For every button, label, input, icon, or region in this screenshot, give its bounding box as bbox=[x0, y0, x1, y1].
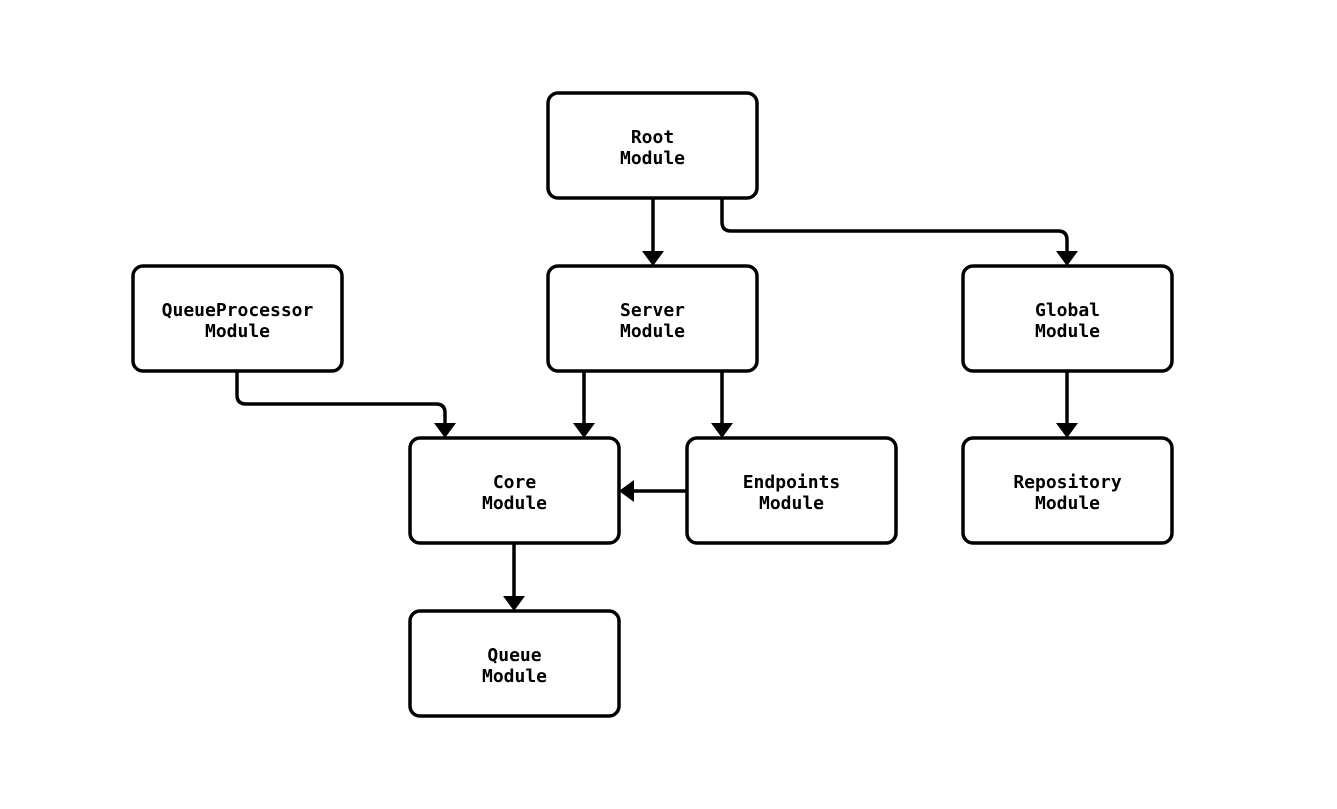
node-label-line2: Module bbox=[1035, 493, 1100, 514]
node-label-line1: Repository bbox=[1013, 472, 1122, 493]
node-label-line2: Module bbox=[1035, 321, 1100, 342]
node-label-line1: Root bbox=[631, 127, 674, 148]
arrowhead-down-icon bbox=[573, 423, 595, 438]
edge-server-to-core bbox=[573, 371, 595, 438]
arrowhead-down-icon bbox=[642, 251, 664, 266]
node-server-module: Server Module bbox=[546, 264, 759, 373]
node-label-line2: Module bbox=[759, 493, 824, 514]
node-endpoints-module: Endpoints Module bbox=[685, 436, 898, 545]
arrowhead-down-icon bbox=[503, 596, 525, 611]
node-root-module: Root Module bbox=[546, 91, 759, 200]
arrowhead-down-icon bbox=[1056, 251, 1078, 266]
node-label-line2: Module bbox=[482, 493, 547, 514]
node-box bbox=[546, 264, 759, 373]
node-label-line2: Module bbox=[620, 321, 685, 342]
node-global-module: Global Module bbox=[961, 264, 1174, 373]
node-box bbox=[408, 436, 621, 545]
node-queue-module: Queue Module bbox=[408, 609, 621, 718]
node-label-line1: Endpoints bbox=[743, 472, 841, 493]
edge-server-to-endpoints bbox=[711, 371, 733, 438]
node-box bbox=[546, 91, 759, 200]
edge-line bbox=[235, 371, 447, 424]
node-label-line1: Queue bbox=[487, 645, 541, 666]
node-label-line2: Module bbox=[205, 321, 270, 342]
arrowhead-down-icon bbox=[1056, 423, 1078, 438]
edges-layer bbox=[235, 198, 1078, 611]
node-queueprocessor-module: QueueProcessor Module bbox=[131, 264, 344, 373]
nodes-layer: Root Module QueueProcessor Module Server… bbox=[131, 91, 1174, 718]
node-label-line1: Global bbox=[1035, 300, 1100, 321]
edge-line bbox=[720, 198, 1069, 252]
arrowhead-down-icon bbox=[434, 423, 456, 438]
arrowhead-left-icon bbox=[619, 480, 634, 502]
edge-endpoints-to-core bbox=[619, 480, 687, 502]
node-box bbox=[131, 264, 344, 373]
arrowhead-down-icon bbox=[711, 423, 733, 438]
edge-root-to-server bbox=[642, 198, 664, 266]
node-repository-module: Repository Module bbox=[961, 436, 1174, 545]
edge-core-to-queue bbox=[503, 543, 525, 611]
node-box bbox=[961, 264, 1174, 373]
node-label-line1: Server bbox=[620, 300, 685, 321]
node-core-module: Core Module bbox=[408, 436, 621, 545]
node-box bbox=[685, 436, 898, 545]
node-box bbox=[961, 436, 1174, 545]
node-label-line2: Module bbox=[620, 148, 685, 169]
edge-root-to-global bbox=[720, 198, 1078, 266]
node-label-line1: Core bbox=[493, 472, 537, 493]
node-label-line2: Module bbox=[482, 666, 547, 687]
node-label-line1: QueueProcessor bbox=[162, 300, 314, 321]
edge-global-to-repository bbox=[1056, 371, 1078, 438]
edge-queueprocessor-to-core bbox=[235, 371, 456, 438]
node-box bbox=[408, 609, 621, 718]
